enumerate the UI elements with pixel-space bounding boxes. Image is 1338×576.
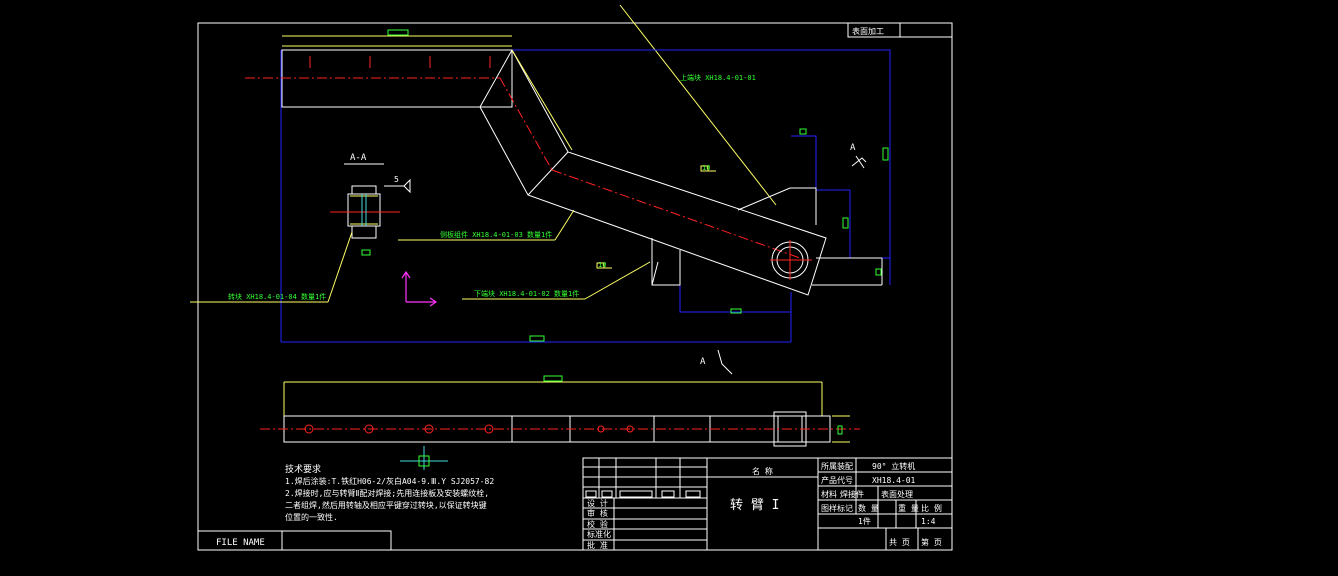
tb-check: 校 验: [587, 519, 608, 529]
callout-lower-block: 下端块 XH18.4-01-02 数量1件: [462, 261, 651, 300]
surface-finish-box: 表面加工: [847, 22, 953, 38]
tb-material-label: 材料: [821, 489, 837, 499]
section-weld-size: 5: [394, 175, 399, 184]
weld-tag-1: 10: [702, 164, 710, 172]
title-block: 设 计 审 核 校 验 标准化 批 准 名 称 转 臂 I 所属装配 90° 立…: [582, 457, 953, 551]
callout-upper-block-text: 上端块 XH18.4-01-01: [680, 73, 756, 82]
tb-qty-value: 1件: [858, 516, 871, 526]
tb-design: 设 计: [587, 498, 608, 508]
callout-connector-text: 侧板组件 XH18.4-01-03 数量1件: [440, 230, 552, 239]
callout-rotor-block-text: 转块 XH18.4-01-04 数量1件: [228, 292, 326, 301]
section-title: A-A: [350, 153, 367, 163]
tb-material-value: 焊接件: [840, 489, 864, 499]
tb-review: 审 核: [587, 508, 608, 518]
technical-notes: 技术要求 1.焊后涂装:T.铁红H06-2/灰白A04-9.Ⅲ.Y SJ2057…: [285, 463, 494, 522]
drawing-frame: [197, 22, 953, 551]
notes-heading: 技术要求: [285, 463, 321, 475]
tb-part-name-header: 名 称: [752, 466, 773, 476]
section-a-a: A-A 5: [330, 153, 411, 239]
tb-assembly-value: 90° 立转机: [872, 461, 915, 471]
file-name-label: FILE NAME: [216, 538, 265, 548]
leader-line-top: [619, 4, 777, 206]
tb-weight: 重 量: [898, 503, 919, 513]
tb-surface-treatment: 表面处理: [881, 489, 913, 499]
file-name-box: FILE NAME: [197, 530, 392, 551]
callout-rotor-block: 转块 XH18.4-01-04 数量1件: [190, 231, 353, 303]
tb-quantity: 数 量: [858, 503, 879, 513]
ucs-axis-icon: [401, 270, 438, 307]
notes-line-4: 位置的一致性.: [285, 512, 338, 522]
tb-assembly-label: 所属装配: [821, 461, 853, 471]
view-arrow-a-lower: A: [700, 349, 733, 375]
tb-drawing-mark: 图样标记: [821, 503, 853, 513]
notes-line-3: 二者组焊,然后用转轴及相应平键穿过转块,以保证转块键: [285, 500, 487, 510]
tb-total-sheets: 共 页: [889, 538, 910, 547]
main-view: 10 10: [245, 29, 891, 343]
tb-product-code-value: XH18.4-01: [872, 476, 916, 485]
notes-line-2: 2.焊接时,应与转臂Ⅱ配对焊接;先用连接板及安装螺纹栓,: [285, 488, 489, 498]
notes-line-1: 1.焊后涂装:T.铁红H06-2/灰白A04-9.Ⅲ.Y SJ2057-82: [285, 476, 494, 486]
callout-upper-block: 上端块 XH18.4-01-01: [680, 73, 756, 82]
tb-standard: 标准化: [587, 529, 611, 539]
tb-scale-value: 1:4: [921, 517, 936, 526]
tb-scale-label: 比 例: [921, 503, 942, 513]
tb-sheet-no: 第 页: [921, 537, 942, 547]
weld-tag-2: 10: [598, 261, 606, 269]
plan-view: [260, 375, 860, 470]
view-mark-a2: A: [700, 357, 706, 367]
tb-part-name: 转 臂 I: [730, 498, 779, 513]
tb-product-code-label: 产品代号: [821, 475, 853, 485]
view-mark-a1: A: [850, 143, 856, 153]
tb-approve: 批 准: [587, 540, 608, 550]
callout-connector: 侧板组件 XH18.4-01-03 数量1件: [398, 209, 575, 241]
surface-finish-label: 表面加工: [852, 26, 884, 36]
callout-lower-block-text: 下端块 XH18.4-01-02 数量1件: [474, 289, 579, 298]
view-arrow-a-upper: A: [850, 143, 867, 169]
